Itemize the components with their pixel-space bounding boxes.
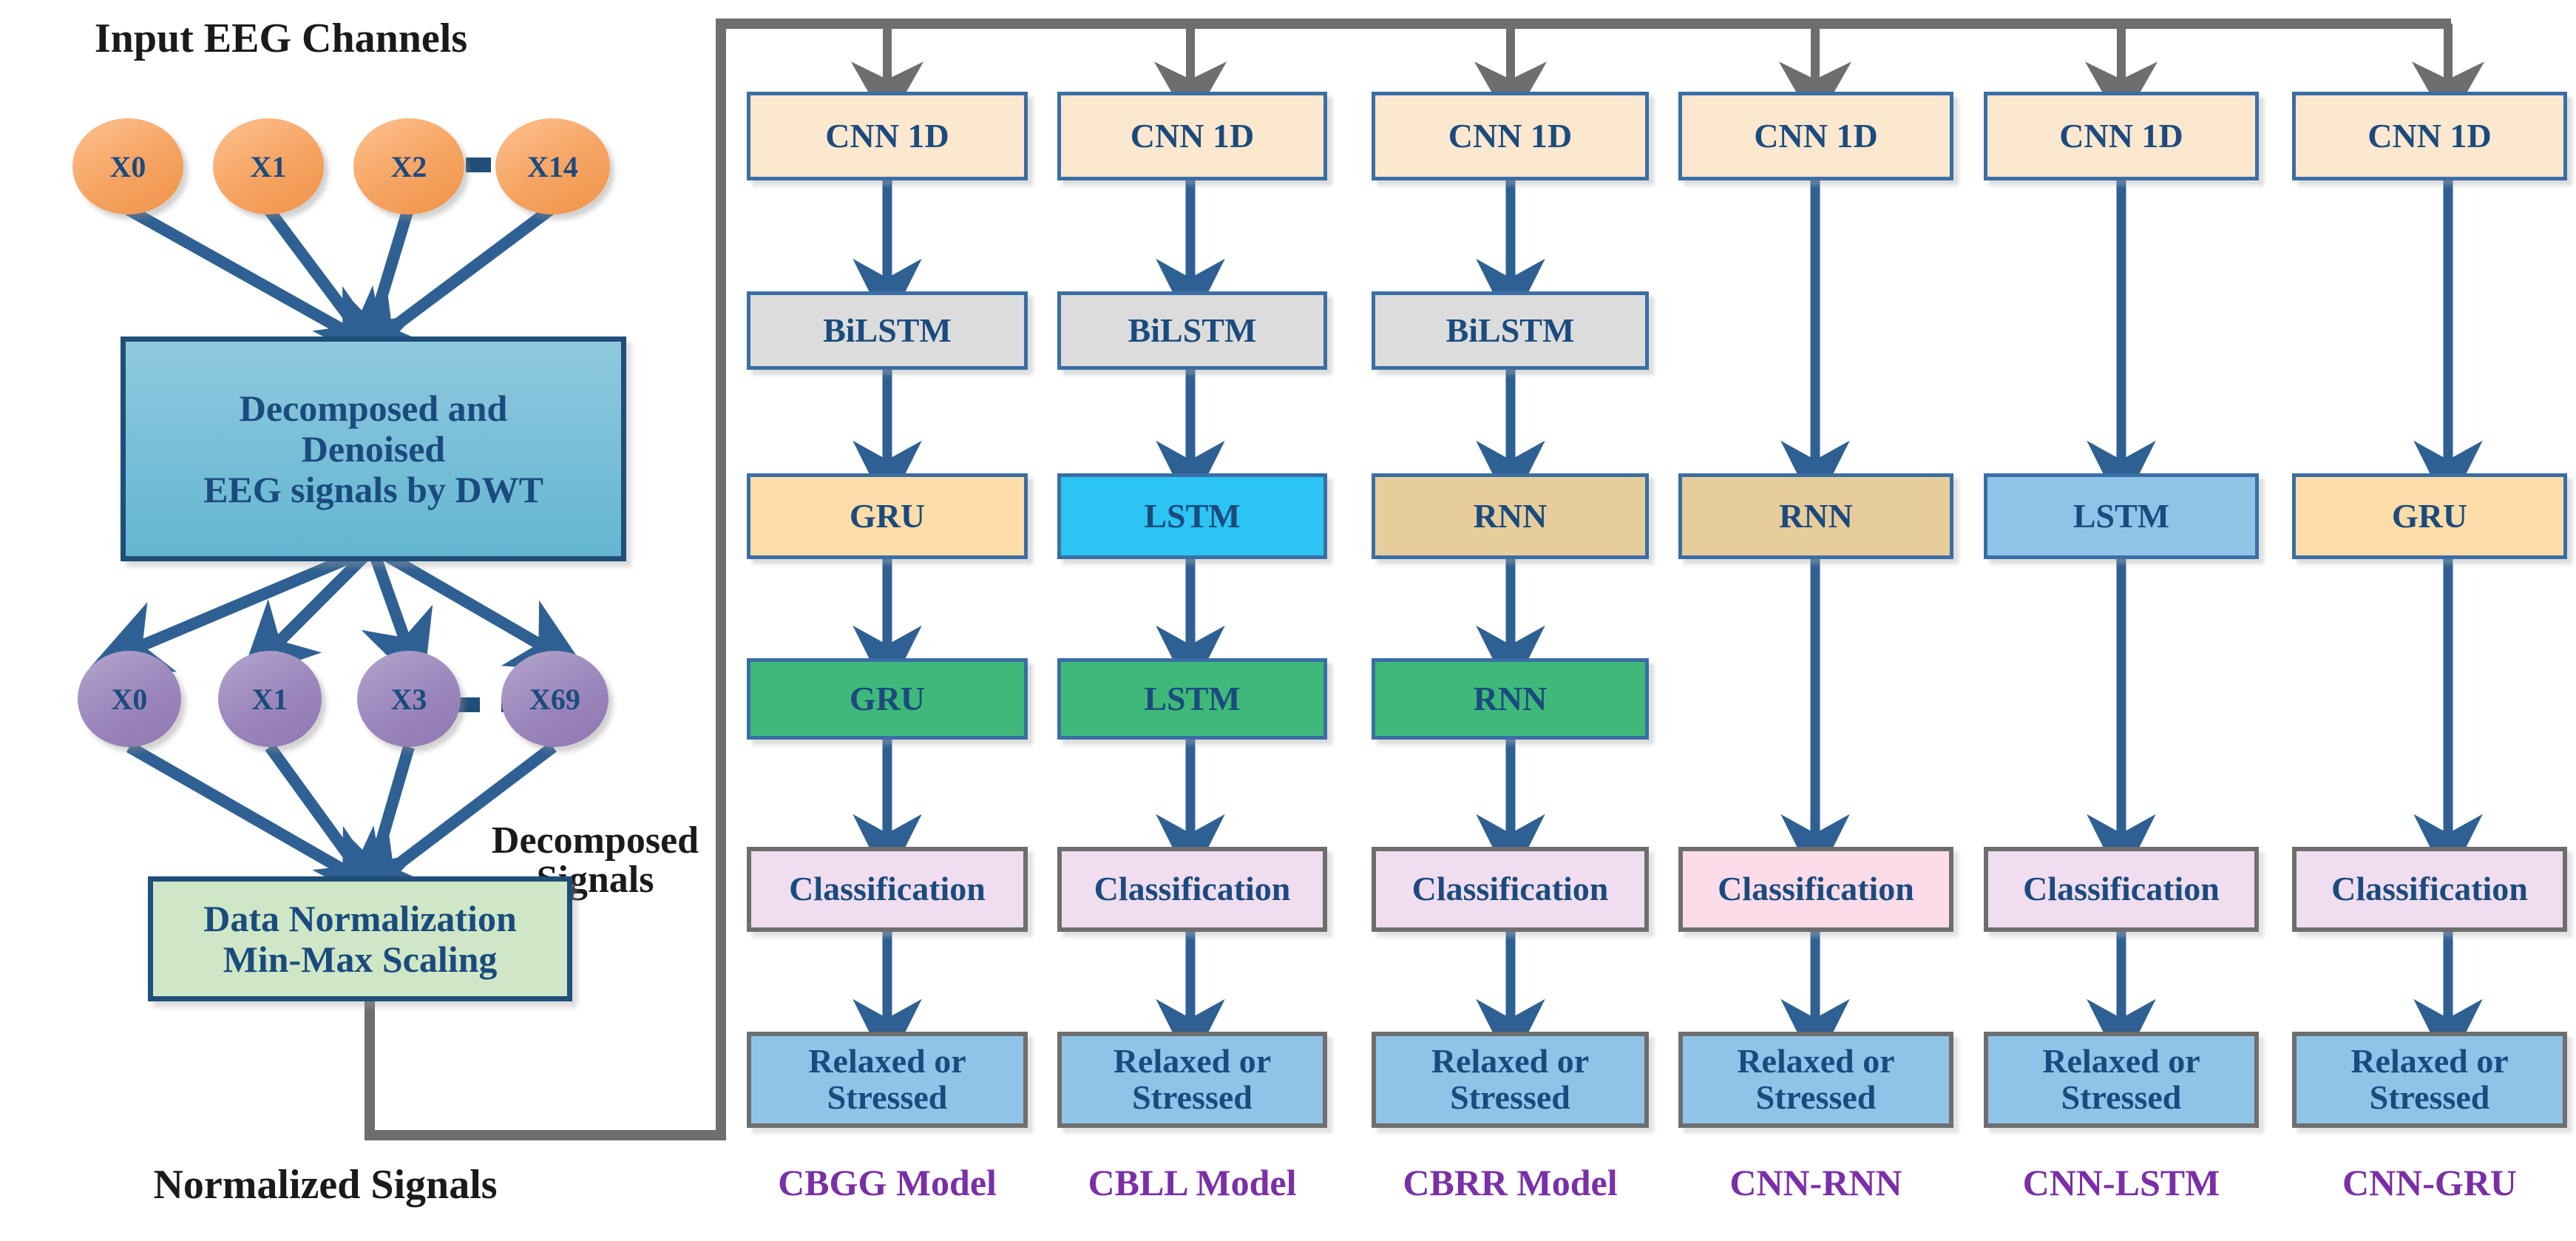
dwt-line-3: EEG signals by DWT <box>203 468 543 510</box>
block-label: RNN <box>1473 496 1548 535</box>
input-channel-node[interactable]: X0 <box>72 118 183 214</box>
input-channel-node[interactable]: X14 <box>495 118 610 214</box>
pipeline-block-recurrent1[interactable]: GRU <box>747 473 1028 559</box>
pipeline-block-recurrent1[interactable]: RNN <box>1678 473 1953 559</box>
block-label: Classification <box>1094 870 1291 908</box>
decomposed-channel-node[interactable]: X3 <box>357 651 461 747</box>
block-label: BiLSTM <box>1128 311 1257 349</box>
model-label: CNN-GRU <box>2342 1162 2518 1203</box>
normalization-box[interactable]: Data Normalization Min-Max Scaling <box>148 876 572 1001</box>
normalization-line-2: Min-Max Scaling <box>223 938 498 980</box>
decomposed-channel-label: X69 <box>529 682 580 716</box>
decomposed-note-line-1: Decomposed <box>491 819 699 862</box>
pipeline-block-bilstm[interactable]: BiLSTM <box>1057 291 1327 370</box>
decomposed-channel-node[interactable]: X69 <box>501 651 609 747</box>
decomposed-channel-label: X3 <box>390 682 427 716</box>
pipeline-block-recurrent2[interactable]: RNN <box>1372 658 1649 740</box>
pipeline-block-recurrent1[interactable]: LSTM <box>1984 473 2259 559</box>
pipeline-block-cnn[interactable]: CNN 1D <box>747 92 1028 180</box>
pipeline-block-classification[interactable]: Classification <box>1984 847 2259 932</box>
dwt-fanout-lines <box>89 545 588 691</box>
pipeline-block-cnn[interactable]: CNN 1D <box>2292 92 2567 180</box>
block-label: GRU <box>2391 496 2468 535</box>
decomposed-channel-node[interactable]: X1 <box>218 651 322 747</box>
block-label: RNN <box>1779 496 1853 535</box>
pipeline-block-recurrent1[interactable]: LSTM <box>1057 473 1327 559</box>
block-label: Classification <box>1718 870 1914 908</box>
block-label: BiLSTM <box>1445 311 1575 349</box>
pipeline-block-classification[interactable]: Classification <box>747 847 1028 932</box>
input-channel-label: X2 <box>390 149 427 183</box>
pipeline-block-recurrent1[interactable]: GRU <box>2292 473 2567 559</box>
model-label: CBGG Model <box>778 1162 997 1203</box>
model-label: CNN-LSTM <box>2022 1162 2220 1203</box>
pipeline-block-cnn[interactable]: CNN 1D <box>1057 92 1327 180</box>
decomposed-channel-label: X1 <box>251 682 288 716</box>
block-label: LSTM <box>1144 679 1241 717</box>
block-label: Classification <box>1411 870 1609 908</box>
pipeline-block-recurrent1[interactable]: RNN <box>1372 473 1649 559</box>
pipeline-block-cnn[interactable]: CNN 1D <box>1984 92 2259 180</box>
pipeline-block-cnn[interactable]: CNN 1D <box>1372 92 1649 180</box>
normalization-line-1: Data Normalization <box>203 897 517 939</box>
page-title: Input EEG Channels <box>94 16 468 61</box>
block-label: CNN 1D <box>1130 116 1255 155</box>
model-label: CBRR Model <box>1403 1162 1618 1203</box>
input-channel-label: X0 <box>109 149 146 183</box>
pipeline-block-classification[interactable]: Classification <box>1057 847 1327 932</box>
decomposed-channel-node[interactable]: X0 <box>78 651 181 747</box>
block-label: LSTM <box>2072 496 2170 535</box>
block-label: LSTM <box>1144 496 1241 535</box>
pipeline-block-classification[interactable]: Classification <box>1678 847 1953 932</box>
block-label: Classification <box>789 870 986 908</box>
gray-bus-path <box>365 18 2451 1140</box>
normalized-signals-note: Normalized Signals <box>153 1162 498 1208</box>
pipeline-block-recurrent2[interactable]: GRU <box>747 658 1028 740</box>
block-label: GRU <box>849 496 926 535</box>
input-channel-label: X1 <box>250 149 287 183</box>
block-label: CNN 1D <box>1448 116 1573 155</box>
input-fanin-lines <box>125 204 555 378</box>
pipeline-block-bilstm[interactable]: BiLSTM <box>1372 291 1649 370</box>
block-label: GRU <box>849 679 926 717</box>
pipeline-block-classification[interactable]: Classification <box>2292 847 2567 932</box>
block-label: Classification <box>2331 870 2528 908</box>
block-label: BiLSTM <box>823 311 952 349</box>
dwt-line-2: Denoised <box>301 427 446 470</box>
block-label: CNN 1D <box>2059 116 2183 155</box>
block-label: RNN <box>1473 679 1548 717</box>
model-label: CBLL Model <box>1088 1162 1297 1203</box>
model-label: CNN-RNN <box>1729 1162 1902 1203</box>
input-channel-node[interactable]: X2 <box>353 118 464 214</box>
bus-drop-arrows <box>850 24 2485 126</box>
block-label: CNN 1D <box>1754 116 1878 155</box>
dwt-denoise-box[interactable]: Decomposed and Denoised EEG signals by D… <box>121 337 626 561</box>
pipeline-block-bilstm[interactable]: BiLSTM <box>747 291 1028 370</box>
input-channel-node[interactable]: X1 <box>213 118 324 214</box>
dwt-line-1: Decomposed and <box>239 387 508 429</box>
decomposed-channel-label: X0 <box>111 682 148 716</box>
block-label: CNN 1D <box>825 116 949 155</box>
pipeline-block-classification[interactable]: Classification <box>1372 847 1649 932</box>
pipeline-block-recurrent2[interactable]: LSTM <box>1057 658 1327 740</box>
block-label: CNN 1D <box>2367 116 2492 155</box>
input-channel-label: X14 <box>527 149 578 183</box>
block-label: Classification <box>2023 870 2220 908</box>
pipeline-block-cnn[interactable]: CNN 1D <box>1678 92 1953 180</box>
